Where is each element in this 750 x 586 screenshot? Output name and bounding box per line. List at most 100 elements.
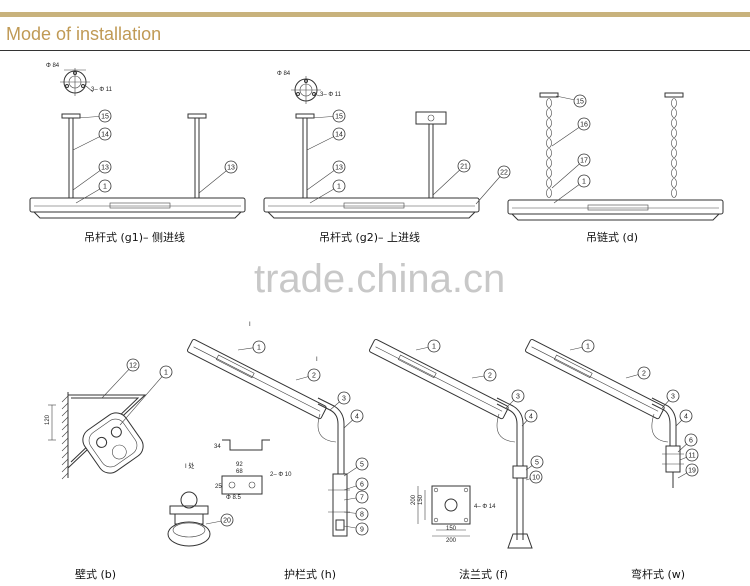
dim-150-v: 150: [418, 494, 424, 505]
callout-number: 1: [257, 345, 261, 352]
dim-200-h: 200: [446, 538, 457, 544]
callout-number: 3: [516, 394, 520, 401]
bracket-profile: [222, 439, 270, 451]
fixture-d: [507, 199, 724, 221]
callout-number: 8: [360, 512, 364, 519]
callout-circle: [483, 368, 497, 382]
fixture-g1: [29, 197, 246, 219]
page-title: Mode of installation: [6, 24, 162, 44]
callout-circle: [332, 179, 346, 193]
callout-circle: [350, 409, 364, 423]
chain: [546, 98, 552, 198]
caption-w: 弯杆式 (w): [631, 567, 685, 581]
callout-circle: [355, 507, 369, 521]
callout-circle: [530, 455, 544, 469]
callout-circle: [98, 109, 112, 123]
dim-4phi14: 4– Φ 14: [474, 504, 496, 510]
detail-label-i: I 处: [185, 462, 194, 470]
callout-circle: [332, 109, 346, 123]
caption-g1: 吊杆式 (g1)– 侧进线: [84, 230, 185, 244]
callout-number: 14: [335, 132, 343, 139]
callout-leader: [432, 165, 465, 196]
callout-circle: [355, 457, 369, 471]
callout-circle: [457, 159, 471, 173]
callout-circle: [355, 477, 369, 491]
callout-number: 16: [580, 122, 588, 129]
callout-circle: [684, 433, 698, 447]
ceiling-plate: [61, 113, 81, 119]
callout-circle: [332, 160, 346, 174]
flange-plan-view: [417, 485, 471, 537]
dim-phi84-g1: Φ 84: [46, 63, 60, 69]
callout-circle: [666, 389, 680, 403]
callout-number: 7: [360, 495, 364, 502]
callout-markers: 1514131131514131212215161711211234567892…: [72, 94, 699, 536]
callout-circle: [511, 389, 525, 403]
callout-number: 5: [360, 462, 364, 469]
caption-d: 吊链式 (d): [586, 230, 638, 244]
callout-leader: [551, 123, 585, 147]
callout-circle: [220, 513, 234, 527]
callout-circle: [159, 365, 173, 379]
callout-circle: [577, 174, 591, 188]
callout-number: 21: [460, 164, 468, 171]
callout-circle: [529, 470, 543, 484]
callout-circle: [98, 160, 112, 174]
callout-number: 1: [586, 344, 590, 351]
callout-circle: [427, 339, 441, 353]
flange-top-view-g2: [291, 76, 321, 104]
dim-68: 68: [236, 469, 243, 475]
callout-number: 3: [342, 396, 346, 403]
callout-leader: [101, 364, 134, 399]
callout-number: 3: [671, 394, 675, 401]
diagram-h: I I 34 92 68 25 Φ 8.5 2– Φ 10 I 处: [167, 322, 350, 547]
section-mark-i: I: [316, 357, 318, 363]
callout-number: 15: [335, 114, 343, 121]
callout-number: 1: [103, 184, 107, 191]
callout-circle: [524, 409, 538, 423]
chain: [671, 98, 677, 198]
callout-number: 9: [360, 527, 364, 534]
watermark: trade.china.cn: [254, 257, 505, 301]
callout-number: 13: [227, 165, 235, 172]
dim-phi85: Φ 8.5: [226, 495, 241, 501]
callout-circle: [98, 127, 112, 141]
header-top-rule: [0, 12, 750, 17]
callout-number: 11: [688, 453, 695, 460]
wall-bracket: [665, 445, 681, 473]
callout-number: 10: [532, 475, 540, 482]
callout-leader: [306, 166, 340, 191]
ceiling-plate: [664, 92, 684, 98]
callout-number: 6: [689, 438, 693, 445]
callout-number: 1: [337, 184, 341, 191]
dim-34: 34: [214, 444, 221, 450]
callout-leader: [551, 159, 585, 189]
flange-top-view-g1: [60, 68, 94, 96]
callout-circle: [355, 490, 369, 504]
dim-25: 25: [215, 484, 222, 490]
callout-number: 1: [582, 179, 586, 186]
callout-number: 5: [535, 460, 539, 467]
dim-200-v: 200: [411, 494, 417, 505]
callout-number: 15: [576, 99, 584, 106]
callout-leader: [475, 171, 505, 205]
callout-number: 13: [101, 165, 109, 172]
callout-number: 4: [355, 414, 359, 421]
callout-circle: [355, 522, 369, 536]
fixture-g2: [263, 197, 480, 219]
fixture-h: [187, 338, 327, 420]
callout-circle: [497, 165, 511, 179]
diagram-d: [507, 92, 724, 221]
callout-circle: [224, 160, 238, 174]
diagram-w: [525, 338, 684, 488]
callout-number: 22: [500, 170, 508, 177]
section-mark-i: I: [249, 322, 251, 328]
callout-circle: [577, 117, 591, 131]
dim-120: 120: [45, 414, 51, 425]
callout-circle: [581, 339, 595, 353]
diagram-b: 120: [45, 392, 147, 480]
callout-number: 6: [360, 482, 364, 489]
callout-number: 1: [432, 344, 436, 351]
wall-fixture: [82, 412, 144, 474]
